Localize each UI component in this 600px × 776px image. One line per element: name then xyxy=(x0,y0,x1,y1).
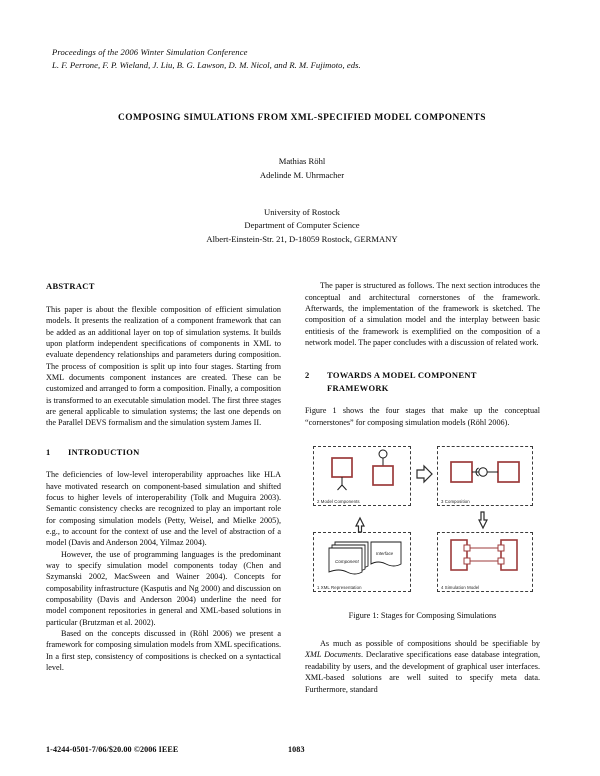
component-box-a xyxy=(331,457,353,478)
figure-intro-paragraph: Figure 1 shows the four stages that make… xyxy=(305,406,540,427)
figure-1: 2 Model Components 3 Composition 1 XML R… xyxy=(305,444,540,622)
footer-page-number: 1083 xyxy=(288,745,305,754)
spacer xyxy=(46,429,281,446)
composition-box-left xyxy=(450,461,473,483)
composition-box-right xyxy=(497,461,520,483)
section-heading-framework: 2 TOWARDS A MODEL COMPONENT FRAMEWORK xyxy=(305,369,540,394)
figure-stage-2-label: 2 Model Components xyxy=(317,499,360,505)
xml-paragraph-part-2: . Declarative specifications ease databa… xyxy=(305,650,540,694)
affiliation-department: Department of Computer Science xyxy=(244,220,360,231)
arrow-up-icon xyxy=(355,516,365,533)
left-column: ABSTRACT This paper is about the flexibl… xyxy=(46,280,281,694)
section-number-1: 1 xyxy=(46,446,51,457)
simulation-model-box-left xyxy=(450,539,468,571)
section-title-framework: TOWARDS A MODEL COMPONENT FRAMEWORK xyxy=(327,369,540,394)
figure-stage-4-label: 4 Simulation Model xyxy=(441,585,480,591)
structure-paragraph: The paper is structured as follows. The … xyxy=(305,281,540,348)
abstract-heading: ABSTRACT xyxy=(46,281,95,292)
figure-stage-1-label: 1 XML Representation xyxy=(317,585,362,591)
component-a-socket-right xyxy=(341,484,347,491)
page-title: COMPOSING SIMULATIONS FROM XML-SPECIFIED… xyxy=(118,113,486,124)
spacer xyxy=(305,348,540,369)
intro-paragraph-3: Based on the concepts discussed in (Röhl… xyxy=(46,628,281,672)
body-columns: ABSTRACT This paper is about the flexibl… xyxy=(46,280,558,694)
author-name-1: Mathias Röhl xyxy=(278,156,326,167)
author-name-2: Adelinde M. Uhrmacher xyxy=(259,170,345,180)
composition-connector-socket xyxy=(475,467,479,477)
intro-paragraph-1: The deficiencies of low-level interopera… xyxy=(46,470,281,548)
proceedings-line-2: L. F. Perrone, F. P. Wieland, J. Liu, B.… xyxy=(52,60,361,71)
section-heading-introduction: 1 INTRODUCTION xyxy=(46,446,281,459)
component-box-b xyxy=(372,465,394,486)
xml-paragraph-part-1: As much as possible of compositions shou… xyxy=(320,639,540,649)
figure-1-vector-layer: Component Interface xyxy=(328,449,520,575)
affiliation-university: University of Rostock xyxy=(264,206,340,217)
component-b-lollipop xyxy=(378,449,388,459)
xml-documents-term: XML Documents xyxy=(305,650,361,660)
simulation-port-lt xyxy=(463,544,471,552)
arrow-down-icon xyxy=(478,511,488,530)
component-a-socket-left xyxy=(337,484,343,491)
intro-paragraph-2: However, the use of programming language… xyxy=(46,549,281,627)
simulation-port-rb xyxy=(497,557,505,565)
page-footer: 1-4244-0501-7/06/$20.00 ©2006 IEEE 1083 xyxy=(46,745,558,754)
simulation-model-box-right xyxy=(500,539,518,571)
arrow-right-icon xyxy=(416,464,433,484)
proceedings-line-1: Proceedings of the 2006 Winter Simulatio… xyxy=(52,47,248,57)
section-title-introduction: INTRODUCTION xyxy=(68,446,140,457)
figure-stage-2-model-components: 2 Model Components xyxy=(313,446,411,507)
affiliation-block: University of Rostock Department of Comp… xyxy=(46,206,558,247)
figure-1-caption: Figure 1: Stages for Composing Simulatio… xyxy=(348,611,497,621)
figure-stage-3-label: 3 Composition xyxy=(441,499,470,505)
author-block: Mathias Röhl Adelinde M. Uhrmacher xyxy=(46,155,558,182)
affiliation-address: Albert-Einstein-Str. 21, D-18059 Rostock… xyxy=(206,233,398,244)
right-column: The paper is structured as follows. The … xyxy=(305,280,540,694)
xml-document-component-label: Component xyxy=(335,559,359,564)
proceedings-header: Proceedings of the 2006 Winter Simulatio… xyxy=(52,46,558,72)
xml-document-interface xyxy=(370,541,402,567)
section-title-framework-line2: FRAMEWORK xyxy=(327,382,389,393)
composition-connector-ball xyxy=(478,467,488,477)
simulation-port-lb xyxy=(463,557,471,565)
xml-document-component xyxy=(328,547,363,575)
figure-1-canvas: 2 Model Components 3 Composition 1 XML R… xyxy=(305,444,540,596)
xml-documents-paragraph: As much as possible of compositions shou… xyxy=(305,638,540,695)
section-number-2: 2 xyxy=(305,370,310,381)
section-title-framework-line1: TOWARDS A MODEL COMPONENT xyxy=(327,370,477,381)
footer-copyright: 1-4244-0501-7/06/$20.00 ©2006 IEEE xyxy=(46,745,179,754)
abstract-text: This paper is about the flexible composi… xyxy=(46,304,281,428)
simulation-port-rt xyxy=(497,544,505,552)
xml-document-interface-label: Interface xyxy=(376,551,394,556)
